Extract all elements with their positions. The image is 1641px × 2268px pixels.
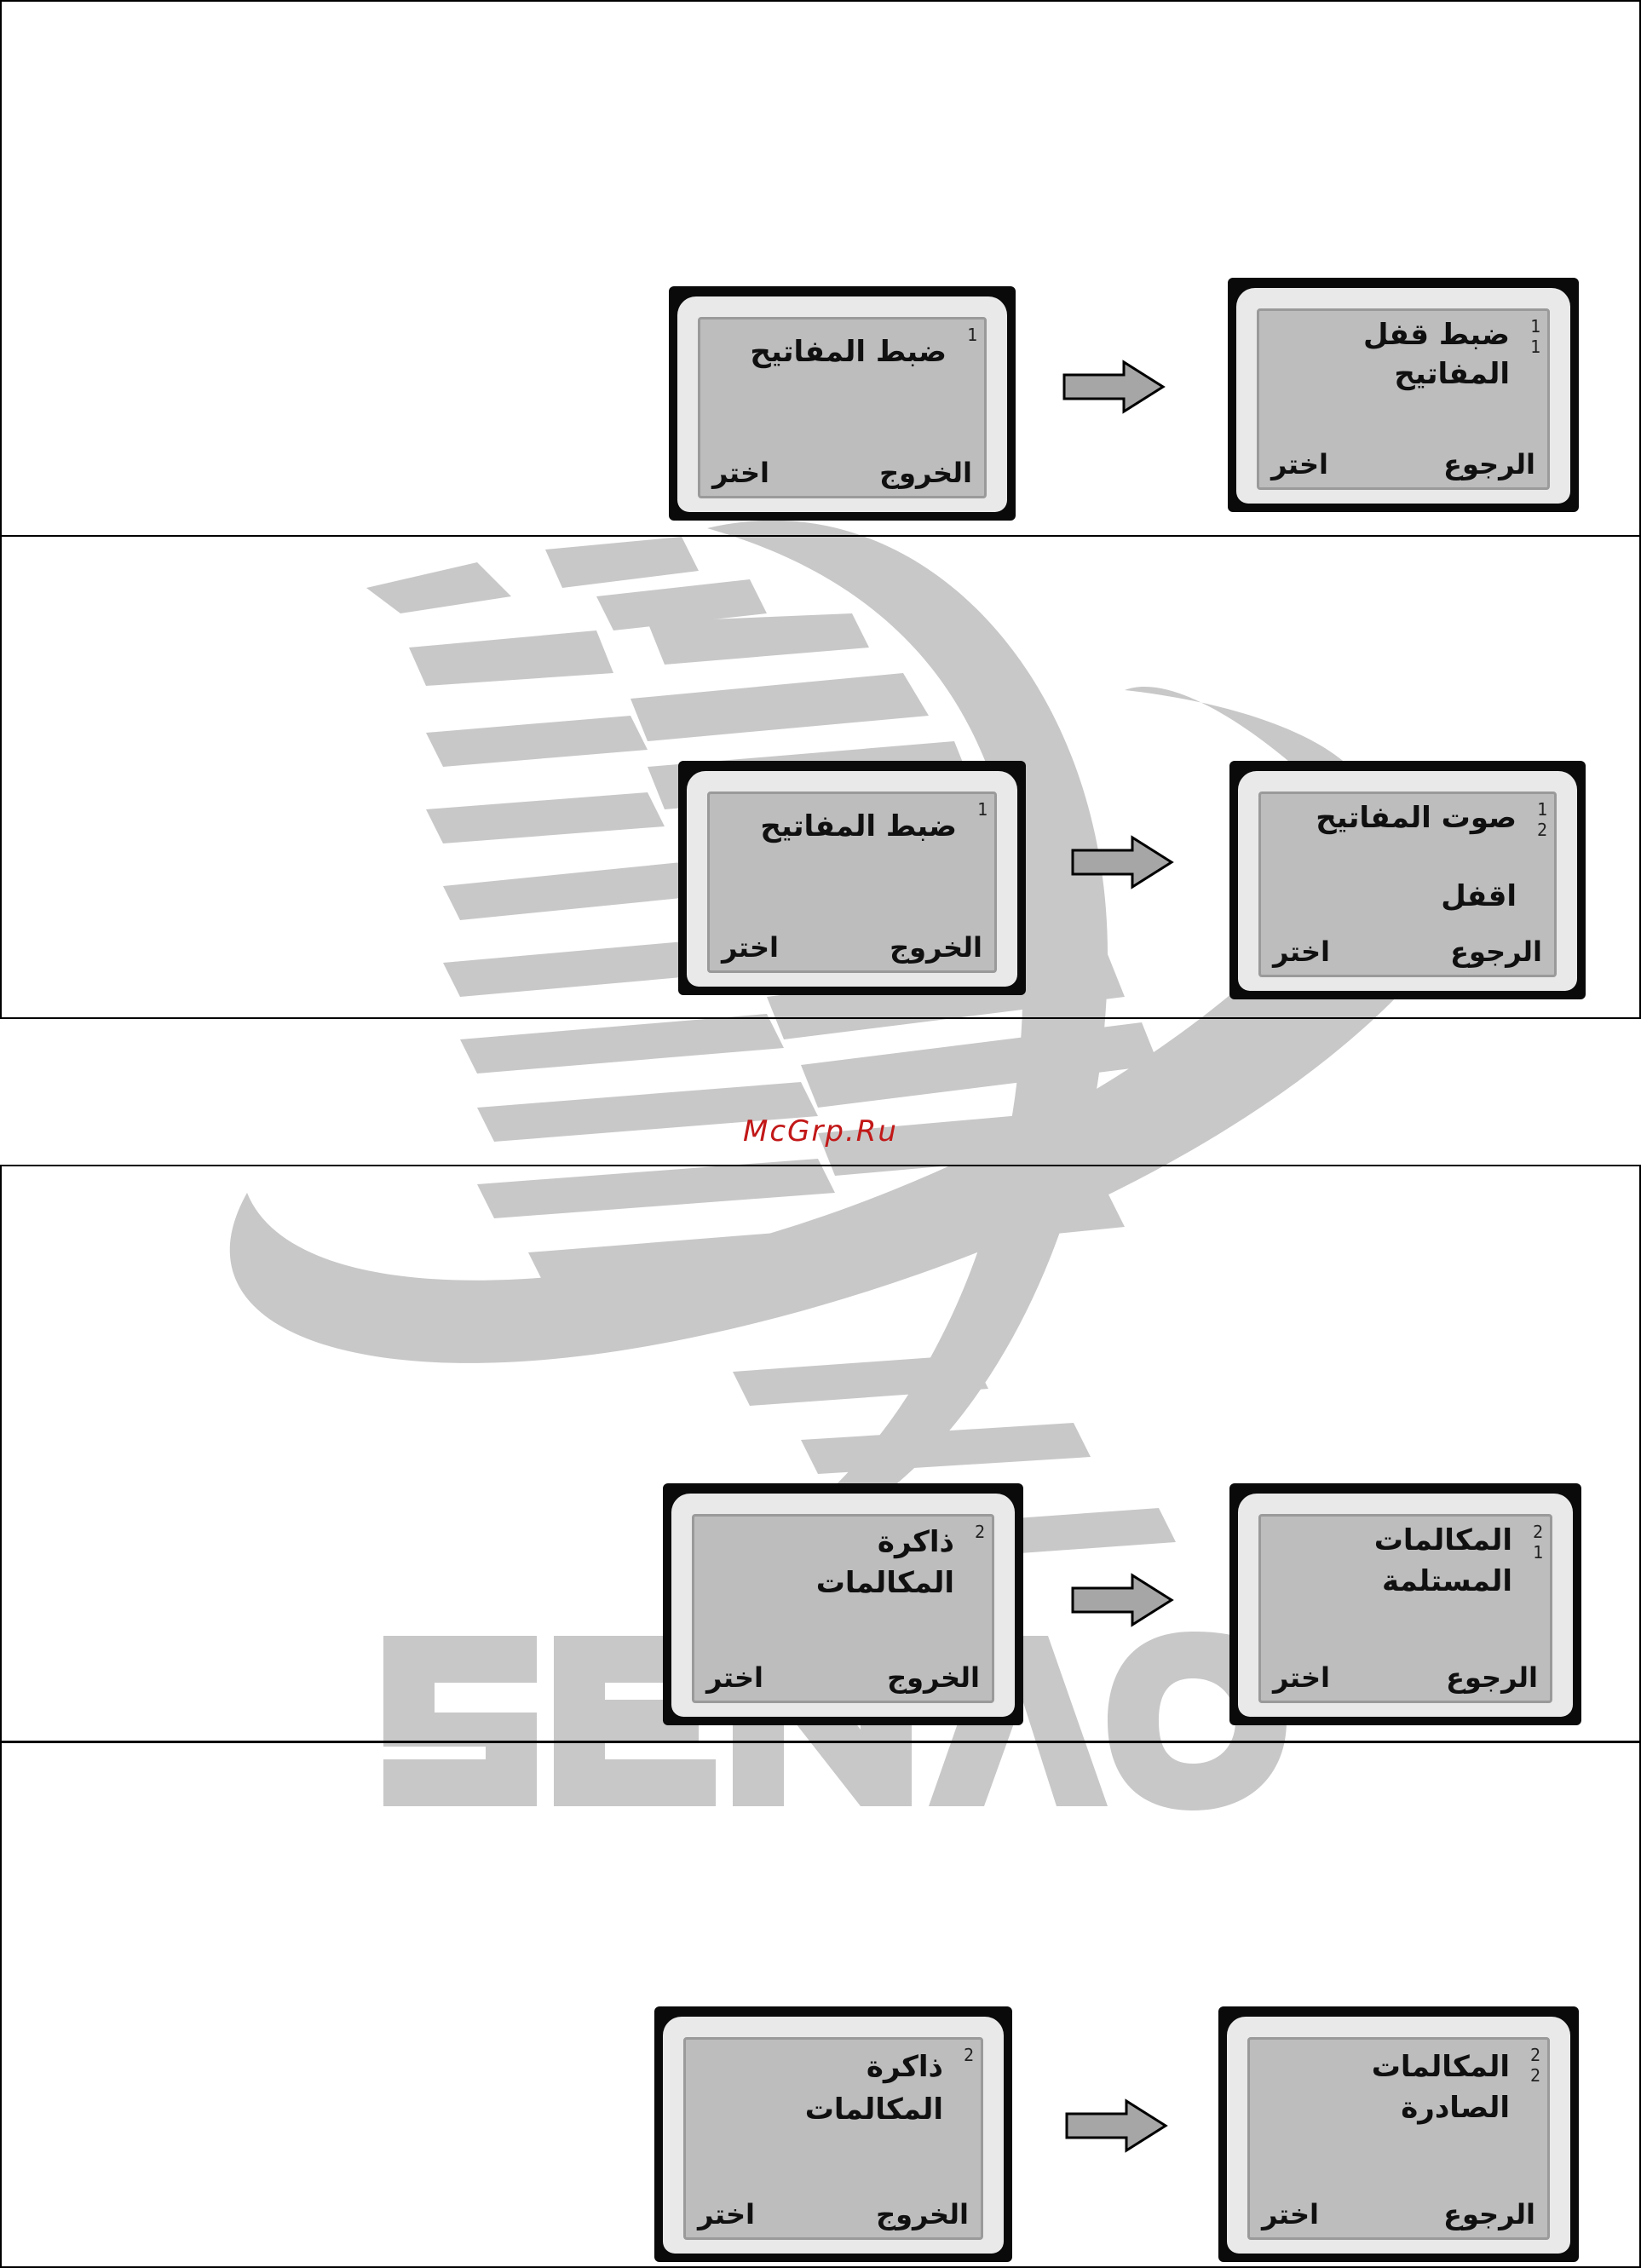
softkey-right: الرجوع <box>1450 935 1542 968</box>
softkey-left: اختر <box>706 1661 763 1694</box>
phone-screen-3: 1 ضبط المفاتيح الخروج اختر <box>678 761 1026 995</box>
menu-index: 2 <box>964 2045 974 2065</box>
menu-line: ذاكرة <box>878 1525 954 1559</box>
menu-line: الصادرة <box>1401 2091 1510 2125</box>
menu-line: المكالمات <box>1374 1523 1512 1557</box>
menu-line: ضبط المفاتيح <box>750 335 947 369</box>
phone-screen-4: 1 2 صوت المفاتيح اقفل الرجوع اختر <box>1229 761 1586 999</box>
menu-index: 1 <box>967 325 977 345</box>
right-arrow-icon <box>1071 1573 1175 1627</box>
softkey-left: اختر <box>1273 935 1330 968</box>
phone-screen-2: 1 1 ضبط قفل المفاتيح الرجوع اختر <box>1228 278 1579 512</box>
softkey-left: اختر <box>722 931 779 964</box>
phone-screen-7: 2 ذاكرة المكالمات الخروج اختر <box>654 2006 1012 2262</box>
lcd-display: 1 ضبط المفاتيح الخروج اختر <box>698 317 987 498</box>
softkey-right: الخروج <box>876 2198 969 2231</box>
phone-screen-5: 2 ذاكرة المكالمات الخروج اختر <box>663 1483 1023 1725</box>
softkey-left: اختر <box>712 457 769 489</box>
menu-line: المكالمات <box>816 1566 954 1600</box>
menu-line: ذاكرة <box>867 2050 943 2084</box>
phone-screen-8: 2 2 المكالمات الصادرة الرجوع اختر <box>1218 2006 1579 2262</box>
right-arrow-icon <box>1071 835 1175 889</box>
menu-index: 1 2 <box>1537 799 1547 840</box>
menu-line: صوت المفاتيح <box>1316 801 1517 835</box>
softkey-right: الخروج <box>879 457 972 489</box>
menu-index: 2 2 <box>1530 2045 1540 2086</box>
menu-line: المكالمات <box>1372 2050 1510 2084</box>
site-label: McGrp.Ru <box>0 1114 1641 1148</box>
softkey-left: اختر <box>1262 2198 1319 2231</box>
menu-index: 2 1 <box>1533 1522 1543 1563</box>
menu-line: ضبط قفل <box>1363 318 1510 352</box>
softkey-right: الخروج <box>890 931 982 964</box>
phone-screen-6: 2 1 المكالمات المستلمة الرجوع اختر <box>1229 1483 1581 1725</box>
lcd-display: 1 2 صوت المفاتيح اقفل الرجوع اختر <box>1258 791 1557 977</box>
lcd-display: 1 ضبط المفاتيح الخروج اختر <box>707 791 997 973</box>
right-arrow-icon <box>1065 2098 1169 2153</box>
softkey-right: الرجوع <box>1446 1661 1538 1694</box>
lcd-display: 1 1 ضبط قفل المفاتيح الرجوع اختر <box>1257 308 1550 490</box>
menu-line: المستلمة <box>1382 1564 1512 1598</box>
menu-line: ضبط المفاتيح <box>760 809 957 843</box>
menu-line: اقفل <box>1441 879 1517 913</box>
lcd-display: 2 ذاكرة المكالمات الخروج اختر <box>692 1514 994 1703</box>
softkey-right: الرجوع <box>1443 2198 1535 2231</box>
menu-index: 1 <box>977 799 987 820</box>
softkey-left: اختر <box>1271 448 1328 481</box>
lcd-display: 2 2 المكالمات الصادرة الرجوع اختر <box>1247 2037 1550 2240</box>
menu-line: المكالمات <box>805 2092 943 2127</box>
softkey-left: اختر <box>698 2198 755 2231</box>
right-arrow-icon <box>1062 360 1166 414</box>
menu-index: 1 1 <box>1530 316 1540 357</box>
softkey-right: الرجوع <box>1443 448 1535 481</box>
menu-line: المفاتيح <box>1394 357 1510 391</box>
lcd-display: 2 1 المكالمات المستلمة الرجوع اختر <box>1258 1514 1552 1703</box>
menu-index: 2 <box>975 1522 985 1542</box>
softkey-left: اختر <box>1273 1661 1330 1694</box>
phone-screen-1: 1 ضبط المفاتيح الخروج اختر <box>669 286 1016 521</box>
softkey-right: الخروج <box>887 1661 980 1694</box>
lcd-display: 2 ذاكرة المكالمات الخروج اختر <box>683 2037 983 2240</box>
